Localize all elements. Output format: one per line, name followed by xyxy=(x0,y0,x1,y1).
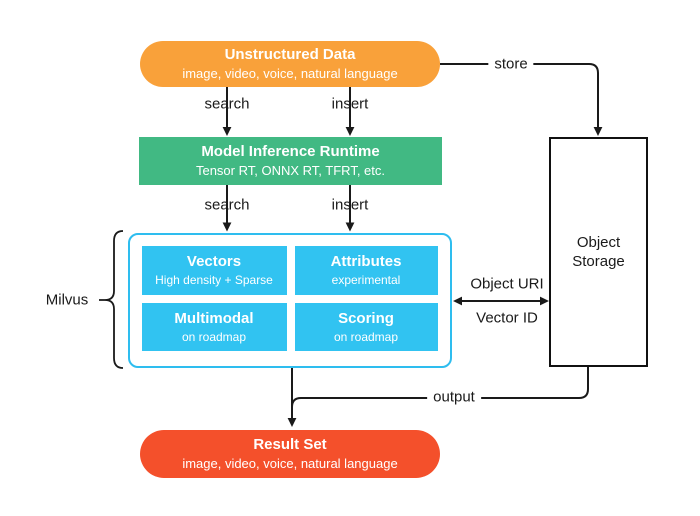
milvus-cell-vectors: Vectors High density + Sparse xyxy=(141,246,287,295)
edge-label-insert-top: insert xyxy=(331,95,369,113)
milvus-brace xyxy=(99,230,124,369)
edge-label-search-mid: search xyxy=(204,196,250,214)
edge-label-store: store xyxy=(488,55,534,73)
node-model-inference-runtime: Model Inference Runtime Tensor RT, ONNX … xyxy=(139,137,442,185)
cell-title: Multimodal xyxy=(174,309,254,327)
cell-title: Attributes xyxy=(330,253,402,271)
node-subtitle: image, video, voice, natural language xyxy=(182,65,398,81)
milvus-cell-scoring: Scoring on roadmap xyxy=(294,303,438,351)
cell-title: Scoring xyxy=(338,309,394,327)
arrowhead-right xyxy=(540,296,549,306)
arrowhead-result xyxy=(287,418,297,427)
node-object-storage: Object Storage xyxy=(549,137,648,367)
node-title: Result Set xyxy=(253,436,327,453)
cell-subtitle: on roadmap xyxy=(181,329,247,344)
edge-label-search-top: search xyxy=(204,95,250,113)
milvus-cell-attributes: Attributes experimental xyxy=(294,246,438,295)
edge-label-vector-id: Vector ID xyxy=(476,309,538,327)
node-title: Unstructured Data xyxy=(224,46,356,63)
edge-output-line xyxy=(291,366,589,408)
node-subtitle: Tensor RT, ONNX RT, TFRT, etc. xyxy=(195,162,386,178)
edge-label-object-uri: Object URI xyxy=(470,275,544,293)
cell-subtitle: experimental xyxy=(331,273,401,288)
node-unstructured-data: Unstructured Data image, video, voice, n… xyxy=(140,41,440,87)
edge-label-insert-mid: insert xyxy=(331,196,369,214)
node-title: Model Inference Runtime xyxy=(201,143,380,160)
node-subtitle: image, video, voice, natural language xyxy=(182,455,398,471)
arrowhead-search-top xyxy=(222,127,232,136)
edge-store-line xyxy=(440,63,599,127)
arrowhead-insert-top xyxy=(345,127,355,136)
milvus-label: Milvus xyxy=(45,291,89,309)
node-result-set: Result Set image, video, voice, natural … xyxy=(140,430,440,478)
arrowhead-search-mid xyxy=(222,222,232,232)
cell-title: Vectors xyxy=(186,253,242,271)
arrowhead-insert-mid xyxy=(345,222,355,232)
cell-subtitle: High density + Sparse xyxy=(155,273,273,288)
arrowhead-left xyxy=(453,296,462,306)
cell-subtitle: on roadmap xyxy=(333,329,399,344)
arrowhead-store xyxy=(593,127,603,136)
edge-label-output: output xyxy=(427,388,481,406)
milvus-cell-multimodal: Multimodal on roadmap xyxy=(141,303,287,351)
milvus-container: Vectors High density + Sparse Attributes… xyxy=(128,233,452,368)
